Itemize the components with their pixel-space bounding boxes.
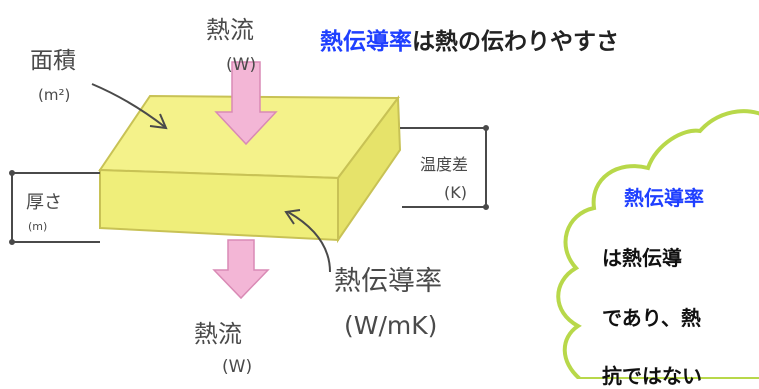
headline-rest: は熱の伝わりやすさ [412,29,619,55]
insulation-block [98,94,402,244]
area-label: 面積 [30,48,76,74]
area-pointer-arrow [91,83,168,130]
thickness-bracket [9,170,100,245]
block-side-face [337,95,402,244]
heat-flow-top-label: 熱流 [206,16,254,44]
conductivity-unit: (W/mK) [344,311,437,340]
heat-flow-arrow-bottom [212,239,270,300]
cloud-line-1: 熱伝導率 [624,186,704,210]
cloud-line-4: 抗ではない [602,364,702,388]
headline-highlight: 熱伝導率 [320,29,412,55]
heat-conductivity-diagram: 熱流 (W) 面積 (m²) 厚さ (m) 温度差 (K) 熱伝導率 (W/mK… [9,16,759,379]
temp-diff-label: 温度差 [420,155,468,174]
temp-diff-unit: (K) [444,183,467,202]
block-front-face [99,168,339,242]
conductivity-label: 熱伝導率 [334,266,442,297]
heat-flow-bottom-label: 熱流 [194,320,242,348]
thickness-unit: (m) [28,220,47,233]
cloud-line-2: は熱伝導 [602,246,682,270]
temp-diff-bracket [400,125,489,210]
cloud-line-3: であり、熱 [602,306,701,330]
thickness-label: 厚さ [26,192,62,213]
heat-flow-top-unit: (W) [226,55,256,75]
conductivity-pointer-arrow [284,209,331,273]
heat-flow-arrow-top [214,61,278,146]
cloud-bubble [556,109,759,379]
headline: 熱伝導率は熱の伝わりやすさ [320,22,619,56]
area-unit: (m²) [38,86,70,104]
heat-flow-bottom-unit: (W) [222,357,252,377]
